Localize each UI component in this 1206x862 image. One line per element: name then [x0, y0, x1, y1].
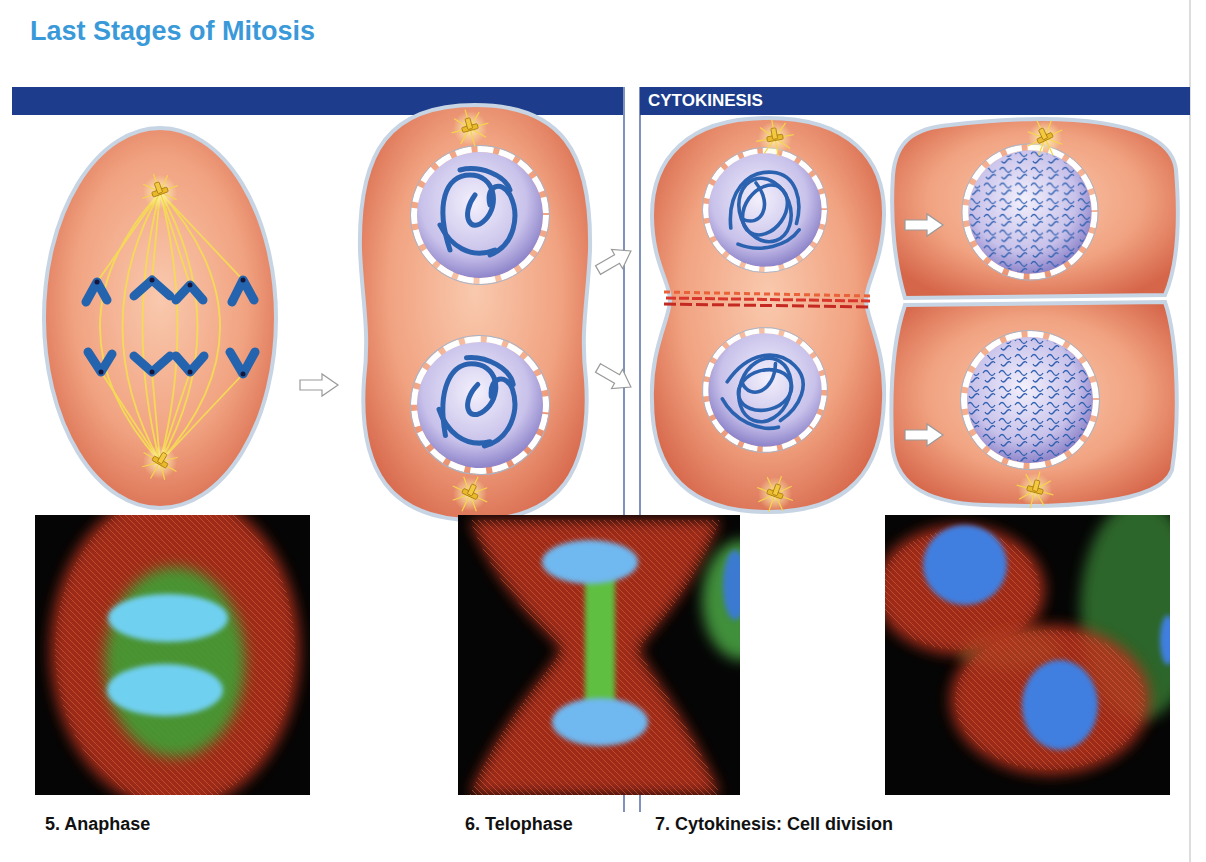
- centromeres-part: [188, 283, 193, 288]
- contractile-ring: [664, 292, 872, 307]
- anaphase-micrograph-part: [108, 594, 228, 642]
- telophase-micrograph-part: [585, 575, 615, 715]
- daughter-cells-part: [1020, 113, 1070, 163]
- cytokinesis-micrograph-part: [1022, 660, 1098, 750]
- anaphase-micrograph-part: [107, 664, 223, 716]
- telophase-cell-part: [402, 327, 559, 484]
- anaphase-cell-part: [136, 168, 185, 217]
- telophase-micrograph-part: [542, 540, 638, 584]
- stage-caption: 7. Cytokinesis: Cell division: [655, 814, 893, 835]
- spindle-fibers-part: [100, 192, 160, 462]
- stage-arrows: [300, 214, 943, 446]
- anaphase-micrograph-part: [55, 515, 295, 795]
- cytokinesis-micrograph-part: [1160, 615, 1170, 665]
- cytokinesis-micrograph-part: [955, 630, 1145, 770]
- daughter-cells: [891, 113, 1177, 514]
- dividing-cell: [652, 116, 884, 518]
- anaphase-cell-part: [134, 436, 186, 488]
- telophase-cell-part: [447, 105, 494, 152]
- stage-arrows-part: [905, 424, 943, 446]
- telophase-micrograph-part: [458, 515, 740, 795]
- page-frame-part: [12, 87, 623, 115]
- contractile-ring-part: [664, 292, 872, 296]
- dividing-cell-part: [702, 147, 827, 272]
- anaphase-micrograph-part: [50, 515, 300, 795]
- spindle-fibers-part: [160, 192, 220, 462]
- daughter-cells-part: [961, 331, 1100, 470]
- dividing-cell-part: [751, 470, 800, 519]
- page-title: Last Stages of Mitosis: [30, 16, 315, 47]
- telophase-micrograph-part: [470, 520, 720, 795]
- spindle-fibers-part: [160, 374, 243, 462]
- page-frame: [12, 0, 1190, 862]
- daughter-cells-part: [1012, 467, 1059, 514]
- stage-arrows-part: [300, 374, 338, 396]
- centromeres-part: [99, 370, 104, 375]
- spindle-fibers-part: [160, 192, 178, 462]
- telophase-cell: [360, 105, 590, 520]
- spindle-fibers-part: [143, 192, 161, 462]
- telophase-micrograph: [458, 515, 740, 795]
- telophase-micrograph-part: [723, 550, 740, 620]
- centromeres-part: [95, 280, 100, 285]
- telophase-cell-part: [445, 469, 495, 519]
- chromosomes-part: [86, 282, 107, 302]
- chromosomes-part: [232, 280, 254, 302]
- contractile-ring-part: [666, 298, 870, 301]
- dividing-cell-part: [753, 116, 797, 160]
- anaphase-micrograph: [35, 515, 310, 795]
- section-band: CYTOKINESIS: [640, 87, 1190, 115]
- spindle-fibers-part: [123, 192, 161, 462]
- anaphase-cell: [44, 128, 276, 508]
- section-heading: CYTOKINESIS: [648, 91, 1182, 111]
- spindle-fibers-part: [160, 192, 243, 280]
- centromeres-part: [241, 278, 246, 283]
- anaphase-cell-part: [44, 128, 276, 508]
- telophase-micrograph-part: [470, 520, 720, 795]
- centromeres-part: [150, 370, 155, 375]
- stage-arrows-part: [905, 214, 943, 236]
- spindle-fibers-part: [160, 192, 198, 462]
- centromeres-part: [241, 372, 246, 377]
- centromeres: [95, 278, 246, 377]
- spindle-fibers: [97, 192, 243, 462]
- stage-caption: 6. Telophase: [465, 814, 573, 835]
- stage-caption: 5. Anaphase: [45, 814, 150, 835]
- telophase-micrograph-part: [702, 540, 740, 660]
- stage-arrows-part: [593, 241, 637, 279]
- telophase-cell-part: [411, 146, 550, 285]
- anaphase-micrograph-part: [105, 567, 245, 757]
- daughter-cells-part: [962, 144, 1098, 280]
- chromosomes-part: [230, 352, 255, 374]
- telophase-cell-part: [360, 105, 590, 520]
- centromeres-part: [150, 278, 155, 283]
- cytokinesis-micrograph-part: [950, 625, 1150, 775]
- dividing-cell-part: [677, 302, 853, 478]
- chromosomes-part: [88, 352, 112, 372]
- dividing-cell-part: [652, 118, 884, 512]
- contractile-ring-part: [664, 304, 872, 307]
- cytokinesis-micrograph: [885, 515, 1170, 795]
- page-frame-part: [1190, 0, 1191, 862]
- centromeres-part: [188, 370, 193, 375]
- telophase-micrograph-part: [552, 698, 648, 746]
- chromosomes: [86, 280, 255, 374]
- stage-arrows-part: [593, 358, 637, 396]
- cytokinesis-micrograph-part: [923, 525, 1007, 605]
